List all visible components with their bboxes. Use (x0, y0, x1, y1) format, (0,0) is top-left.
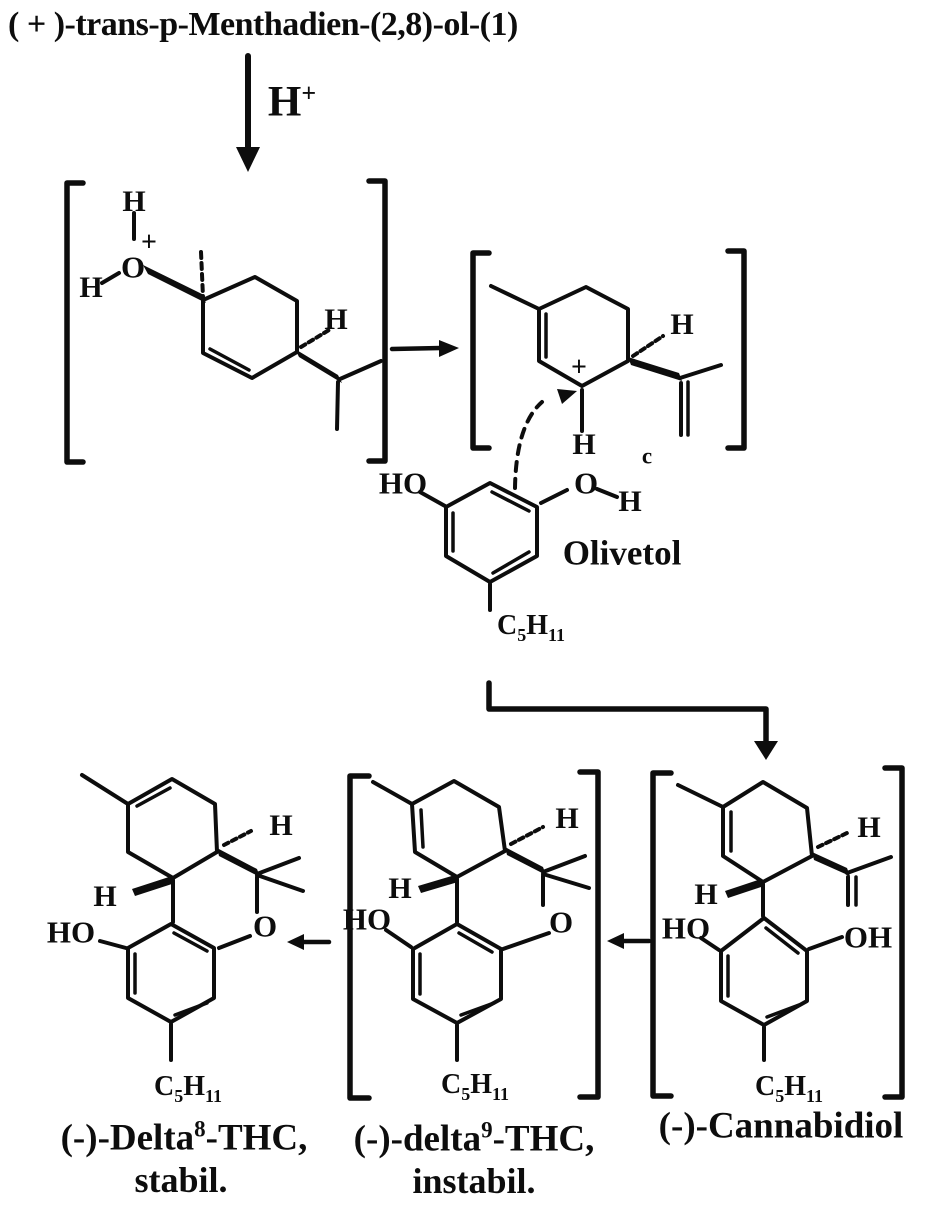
title-starting-material: ( + )-trans-p-Menthadien-(2,8)-ol-(1) (8, 6, 518, 43)
olivetol-pentyl-formula: C5H11 (496, 610, 566, 645)
reagent-charge: + (301, 78, 317, 108)
d9-ho-label: HO (342, 901, 392, 937)
reagent-label-h-plus: H+ (267, 78, 317, 126)
s2-allylic-h: H (572, 428, 596, 461)
olivetol-oh-h: H (618, 485, 642, 518)
olivetol-ho-label: HO (378, 465, 428, 501)
s1-oxonium-h-left: H (79, 271, 103, 304)
delta9-to-delta8-arrow (287, 934, 332, 950)
structure-protonated-menthadienol (100, 211, 383, 431)
cbd-ho-label: HO (661, 910, 711, 946)
s1-stereo-h: H (324, 303, 348, 336)
d8-pyran-o: O (252, 908, 278, 944)
product-name-cannabidiol: (-)-Cannabidiol (658, 1105, 904, 1147)
d9-stereo-h: H (555, 802, 579, 835)
cbd-stereo-h: H (857, 811, 881, 844)
olivetol-o-label: O (573, 465, 599, 501)
mechanism-dashed-arrow (513, 389, 577, 490)
d9-pentyl-formula: C5H11 (440, 1069, 510, 1104)
cbd-pentyl-formula: C5H11 (754, 1071, 824, 1106)
d8-wedge-h: H (93, 880, 117, 913)
olivetol-name: Olivetol (562, 533, 682, 573)
structure-delta9-thc (371, 779, 591, 1062)
bracket-lines (64, 178, 905, 1101)
product-stability-delta8: stabil. (134, 1160, 228, 1200)
s2-site-note-c: c (641, 443, 653, 469)
d8-pentyl-formula: C5H11 (153, 1071, 223, 1106)
s1-oxonium-h-top: H (122, 185, 146, 218)
s2-stereo-h: H (670, 308, 694, 341)
product-name-delta9: (-)-delta9-THC, (353, 1117, 595, 1160)
cbd-oh-label: OH (843, 919, 893, 955)
s2-cation-charge: + (571, 352, 587, 383)
structure-olivetol (418, 481, 619, 612)
d8-stereo-h: H (269, 809, 293, 842)
d8-ho-label: HO (46, 914, 96, 950)
cannabidiol-to-delta9-arrow (607, 933, 652, 949)
s1-oxonium-charge: + (141, 227, 157, 258)
structure-delta8-thc (80, 773, 305, 1062)
product-name-delta8: (-)-Delta8-THC, (60, 1116, 308, 1159)
condensation-elbow-arrow (486, 680, 778, 760)
product-stability-delta9: instabil. (412, 1161, 536, 1201)
structure-allylic-cation (489, 284, 723, 437)
structure-cannabidiol (676, 780, 893, 1062)
cbd-wedge-h: H (694, 878, 718, 911)
intermediate-arrow (389, 340, 459, 357)
d9-pyran-o: O (548, 904, 574, 940)
protonation-arrow (236, 53, 260, 172)
reagent-h: H (267, 78, 302, 126)
d9-wedge-h: H (388, 872, 412, 905)
s1-oxygen-label: O (120, 249, 146, 285)
